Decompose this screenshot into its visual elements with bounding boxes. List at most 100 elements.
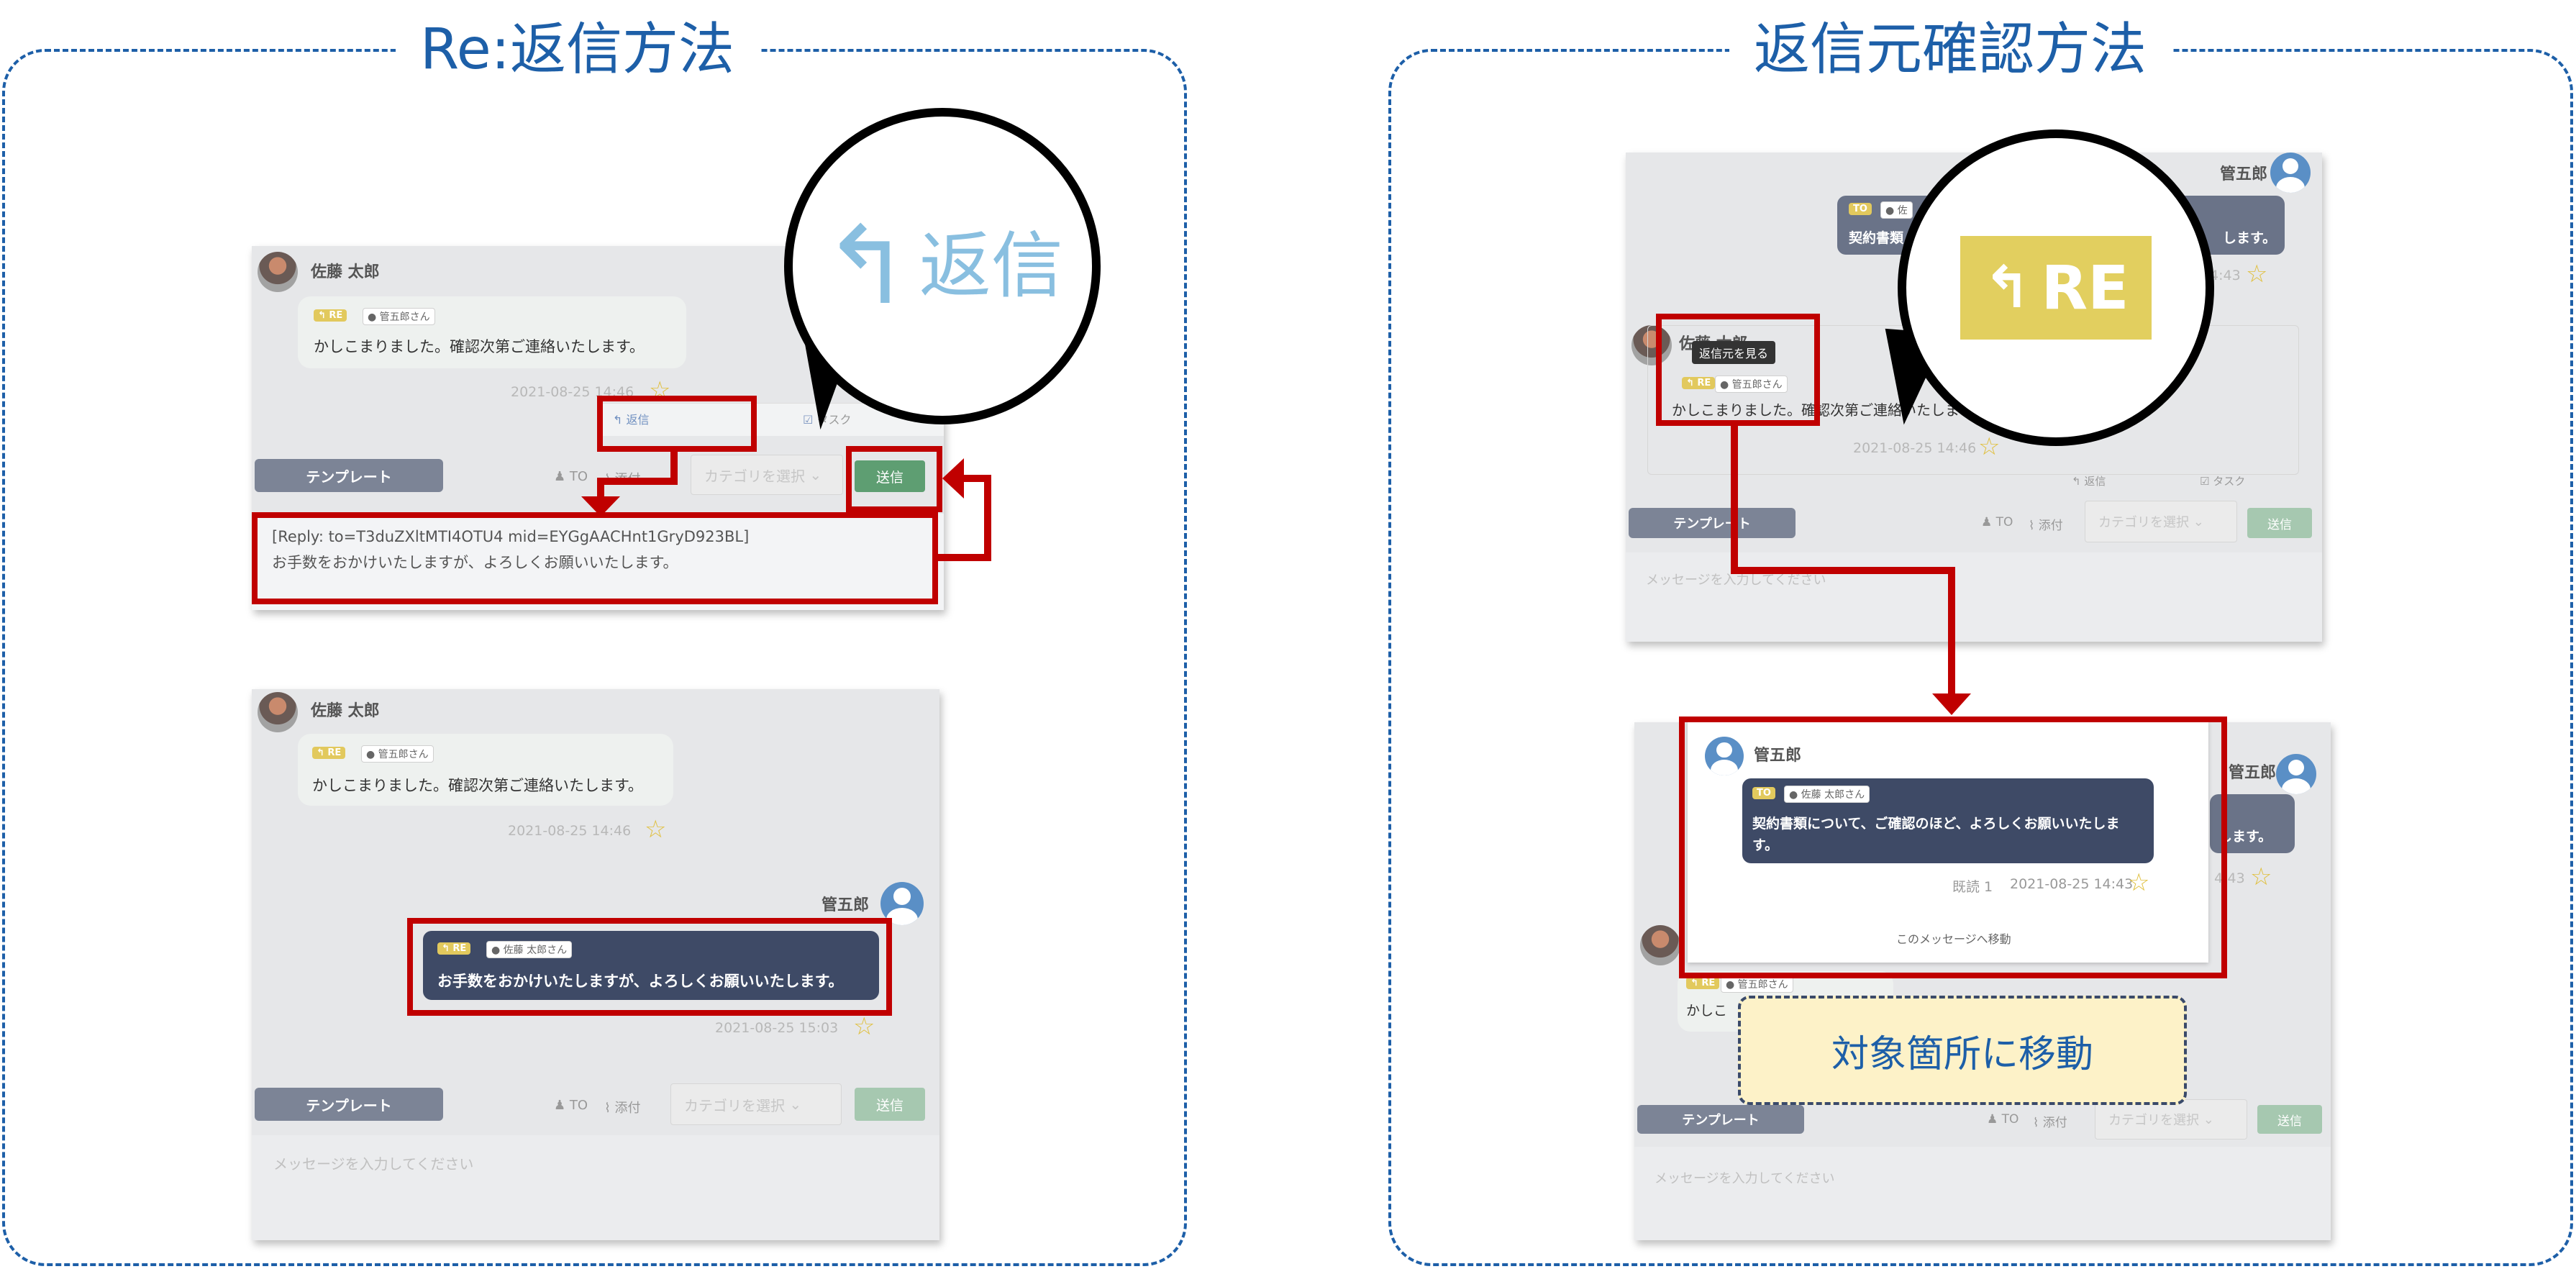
- send-button-highlight: [846, 446, 942, 512]
- message-bubble: ↰ RE ● 管五郎さん かしこまりました。確認次第ご連絡いたします。: [298, 734, 673, 806]
- reply-result-screenshot: 佐藤 太郎 ↰ RE ● 管五郎さん かしこまりました。確認次第ご連絡いたします…: [252, 689, 939, 1240]
- send-button[interactable]: 送信: [2247, 508, 2312, 538]
- message-text: かしこまりました。確認次第ご連絡いたします。: [312, 777, 643, 794]
- chevron-down-icon: ⌄: [809, 466, 822, 483]
- connector-line: [1948, 567, 1955, 696]
- paperclip-icon: ⌇: [604, 1101, 611, 1116]
- checkbox-icon: ☑: [803, 413, 814, 427]
- message-text-end: します。: [2223, 230, 2277, 246]
- photo-avatar-icon: [1640, 925, 1680, 965]
- input-line-2: お手数をおかけいたしますが、よろしくお願いいたします。: [272, 554, 678, 571]
- task-action[interactable]: ☑ タスク: [2200, 475, 2246, 488]
- photo-avatar-icon: [1631, 325, 1672, 365]
- reply-arrow-icon: ↰: [1983, 254, 2031, 321]
- me-name: 管五郎: [2220, 165, 2268, 183]
- template-button[interactable]: テンプレート: [255, 459, 443, 492]
- input-highlight: [252, 512, 938, 604]
- reply-arrow-icon: ↰: [822, 204, 912, 329]
- connector-arrowhead: [581, 496, 620, 517]
- popup-message-line-2: す。: [1752, 837, 1779, 853]
- re-callout: ↰ RE: [1898, 129, 2214, 446]
- task-action[interactable]: ☑ タスク: [803, 413, 852, 427]
- to-tag: TO: [1849, 203, 1872, 215]
- bg-me-name: 管五郎: [2229, 764, 2277, 782]
- message-input[interactable]: メッセージを入力してください: [1634, 1147, 2331, 1240]
- star-icon[interactable]: ☆: [2246, 260, 2268, 288]
- to-button[interactable]: ♟ TO: [554, 469, 588, 484]
- photo-avatar-icon: [258, 252, 298, 292]
- reply-action[interactable]: ↰ 返信: [613, 413, 650, 427]
- category-select[interactable]: カテゴリを選択 ⌄: [2095, 1099, 2247, 1140]
- template-button[interactable]: テンプレート: [1637, 1105, 1804, 1134]
- connector-line: [597, 478, 604, 502]
- message-text: かしこまりました。確認次第ご連絡いたします。: [314, 338, 645, 355]
- attach-button[interactable]: ⌇ 添付: [604, 1101, 641, 1116]
- message-time: 2021-08-25 14:46: [1853, 440, 1977, 456]
- source-message-popup: 管五郎 TO ● 佐藤 太郎さん 契約書類について、ご確認のほど、よろしくお願い…: [1688, 721, 2208, 963]
- mention-chip: ● 管五郎さん: [361, 745, 434, 763]
- reply-button-highlight: [597, 396, 757, 452]
- to-button[interactable]: ♟ TO: [554, 1098, 588, 1113]
- star-icon[interactable]: ☆: [1978, 432, 2001, 461]
- bg-message-end: します。: [2218, 829, 2272, 845]
- mention-chip: ● 佐藤 太郎さん: [1784, 786, 1870, 803]
- message-bubble: ↰ RE ● 管五郎さん かしこまりました。確認次第ご連絡いたします。: [298, 296, 686, 368]
- category-select[interactable]: カテゴリを選択 ⌄: [691, 455, 843, 495]
- user-avatar-icon: [1705, 737, 1744, 776]
- mention-chip: ● 管五郎さん: [363, 308, 435, 325]
- reply-message-bubble: ↰ RE ● 佐藤 太郎さん お手数をおかけいたしますが、よろしくお願いいたしま…: [423, 931, 879, 1000]
- right-section-title: 返信元確認方法: [1729, 22, 2172, 78]
- category-select[interactable]: カテゴリを選択 ⌄: [670, 1083, 842, 1125]
- mention-chip: ● 佐: [1880, 201, 1913, 219]
- connector-arrowhead: [1932, 693, 1971, 715]
- connector-line: [1731, 567, 1955, 574]
- re-tag-highlight: [1656, 314, 1820, 426]
- mention-chip: ● 佐藤 太郎さん: [486, 941, 573, 958]
- template-button[interactable]: テンプレート: [1629, 508, 1796, 538]
- popup-message-line-1: 契約書類について、ご確認のほど、よろしくお願いいたしま: [1752, 816, 2120, 832]
- chevron-down-icon: ⌄: [789, 1096, 802, 1113]
- callout-re-text: RE: [2041, 253, 2129, 323]
- send-button[interactable]: 送信: [855, 1088, 925, 1121]
- to-button[interactable]: ♟ TO: [1987, 1112, 2019, 1127]
- me-name: 管五郎: [822, 896, 870, 914]
- connector-line: [957, 475, 991, 482]
- left-section-title: Re:返信方法: [396, 22, 759, 78]
- source-tooltip: 返信元を見る: [1692, 341, 1776, 364]
- reply-compose-screenshot: 佐藤 太郎 ↰ RE ● 管五郎さん かしこまりました。確認次第ご連絡いたします…: [252, 246, 944, 610]
- popup-highlight: [1679, 717, 2227, 978]
- re-badge-icon: ↰ RE: [1960, 236, 2152, 340]
- connector-arrowhead: [942, 458, 964, 499]
- re-tag: ↰ RE: [312, 747, 346, 759]
- jump-to-message-link[interactable]: このメッセージへ移動: [1896, 932, 2011, 946]
- star-icon[interactable]: ☆: [853, 1012, 875, 1041]
- sender-name: 佐藤 太郎: [311, 702, 380, 720]
- person-icon: ♟: [554, 1098, 566, 1113]
- star-icon[interactable]: ☆: [2250, 863, 2272, 891]
- popup-sender-name: 管五郎: [1754, 747, 1802, 765]
- connector-line: [1731, 426, 1738, 574]
- category-select[interactable]: カテゴリを選択 ⌄: [2085, 501, 2237, 542]
- template-button[interactable]: テンプレート: [255, 1088, 443, 1121]
- star-icon[interactable]: ☆: [2128, 868, 2150, 897]
- reply-time: 2021-08-25 15:03: [715, 1020, 839, 1036]
- attach-button[interactable]: ⌇ 添付: [2033, 1116, 2067, 1130]
- send-button[interactable]: 送信: [855, 460, 925, 492]
- to-button[interactable]: ♟ TO: [1981, 515, 2013, 529]
- re-tag[interactable]: ↰ RE: [1682, 377, 1716, 389]
- message-input[interactable]: メッセージを入力してください: [252, 1135, 939, 1240]
- to-tag: TO: [1752, 787, 1775, 799]
- input-placeholder: メッセージを入力してください: [1646, 573, 1826, 588]
- attach-button[interactable]: ⌇ 添付: [2029, 519, 2063, 533]
- move-label-text: 対象箇所に移動: [1831, 1032, 2093, 1076]
- input-placeholder: メッセージを入力してください: [273, 1155, 474, 1173]
- mention-chip: ● 管五郎さん: [1715, 376, 1788, 393]
- message-input[interactable]: [Reply: to=T3duZXltMTI4OTU4 mid=EYGgAACH…: [252, 514, 944, 610]
- re-tag: ↰ RE: [1686, 977, 1720, 989]
- reply-action[interactable]: ↰ 返信: [2072, 475, 2106, 488]
- user-avatar-icon: [2276, 754, 2316, 794]
- star-icon[interactable]: ☆: [645, 815, 667, 844]
- send-button[interactable]: 送信: [2257, 1105, 2322, 1134]
- callout-reply-text: 返信: [919, 224, 1063, 308]
- read-count: 既読 1: [1952, 879, 1993, 895]
